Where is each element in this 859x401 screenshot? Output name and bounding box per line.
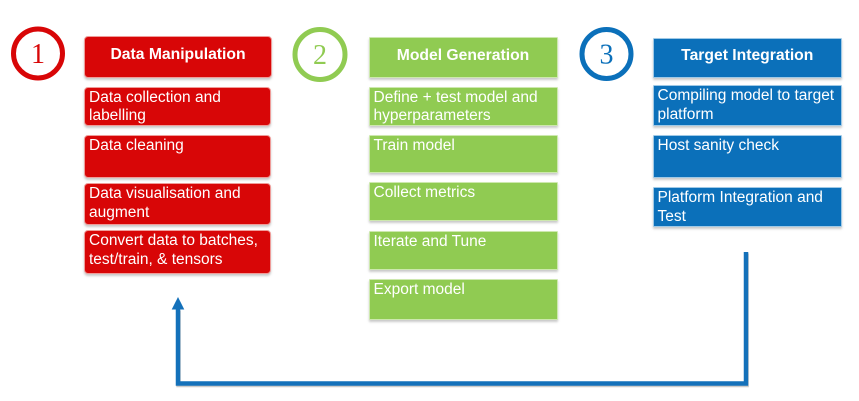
svg-text:2: 2 (313, 40, 327, 71)
svg-text:1: 1 (31, 39, 45, 70)
svg-text:3: 3 (600, 40, 614, 71)
